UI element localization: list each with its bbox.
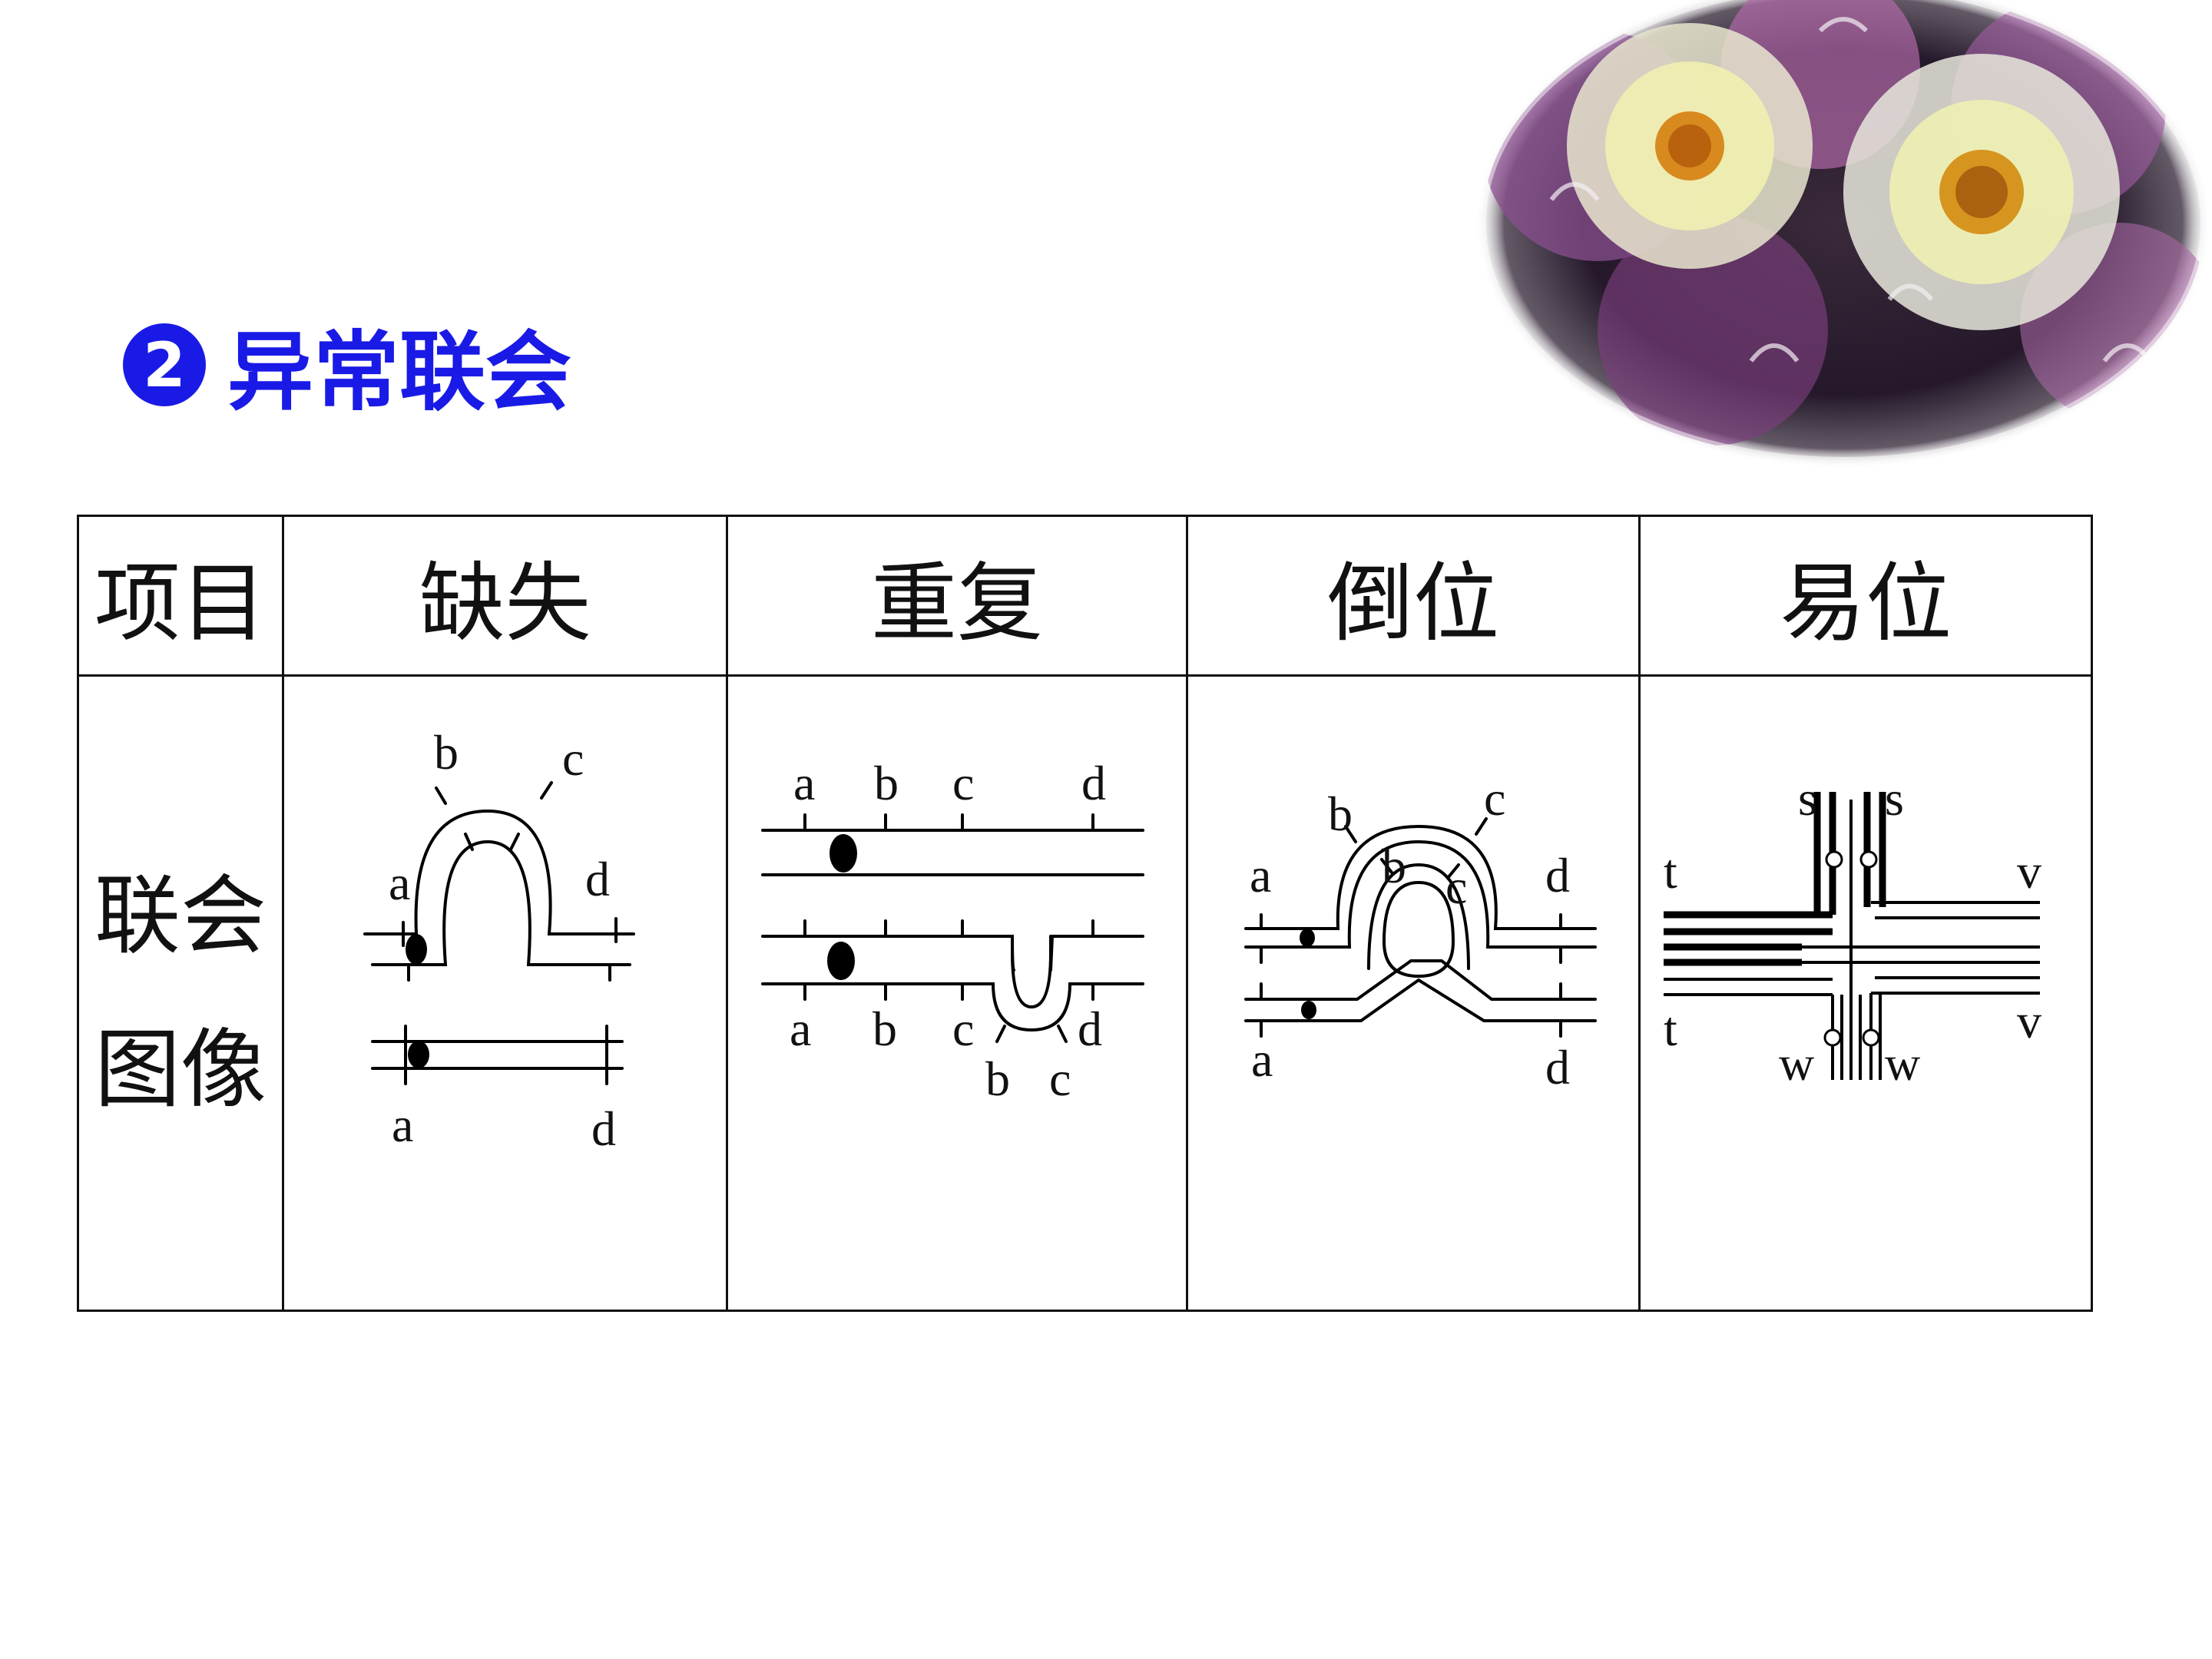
label-a: a (389, 856, 410, 910)
label-b-outer: b (1328, 786, 1353, 841)
centromere (830, 834, 857, 873)
row-label-line1: 联会 (79, 839, 282, 993)
label-d-lower: d (1545, 1040, 1570, 1094)
centromere (1300, 929, 1315, 947)
section-title: 异常联会 (227, 303, 571, 427)
label-d: d (1081, 756, 1106, 810)
label-b: b (434, 725, 459, 780)
label-d-lower: d (1078, 1002, 1102, 1056)
image-row: 联会 图像 (78, 676, 2092, 1311)
duplication-cell: a b c d a b c d b c (727, 676, 1187, 1311)
inversion-cell: a b c b c d a d (1187, 676, 1640, 1311)
label-t-lower: t (1664, 1002, 1677, 1056)
header-cell-inversion: 倒位 (1187, 516, 1640, 676)
section-heading: 2 异常联会 (123, 311, 571, 419)
centromere (1861, 852, 1876, 867)
label-w-left: w (1779, 1036, 1814, 1091)
translocation-cell: s s t v t v w w (1640, 676, 2092, 1311)
duplication-diagram: a b c d a b c d b c (728, 677, 1186, 1306)
row-label-line2: 图像 (79, 993, 282, 1147)
header-cell-item: 项目 (78, 516, 283, 676)
deletion-diagram: b c a d a d (284, 677, 726, 1306)
label-d: d (1545, 848, 1570, 902)
deletion-cell: b c a d a d (283, 676, 727, 1311)
label-a-lower: a (1251, 1032, 1273, 1087)
number-badge: 2 (123, 323, 206, 406)
centromere (408, 1041, 429, 1068)
label-a-lower: a (392, 1098, 413, 1152)
label-v-upper: v (2017, 844, 2041, 899)
translocation-diagram: s s t v t v w w (1641, 677, 2091, 1306)
flower-photo (1459, 0, 2212, 469)
label-d: d (585, 852, 610, 906)
label-a: a (1250, 848, 1271, 902)
row-label-cell: 联会 图像 (78, 676, 283, 1311)
header-cell-translocation: 易位 (1640, 516, 2092, 676)
label-c-inner: c (1445, 859, 1467, 914)
label-c-loop: c (1049, 1051, 1071, 1106)
label-a-lower: a (790, 1002, 811, 1056)
label-c: c (562, 731, 584, 786)
label-d-lower: d (591, 1101, 616, 1156)
label-s-right: s (1885, 771, 1904, 826)
header-cell-duplication: 重复 (727, 516, 1187, 676)
label-c-outer: c (1484, 771, 1505, 826)
centromere (406, 934, 427, 965)
abnormal-synapsis-table: 项目 缺失 重复 倒位 易位 联会 图像 (77, 515, 2093, 1312)
label-v-lower: v (2017, 994, 2041, 1048)
centromere (1826, 852, 1842, 867)
label-t-upper: t (1664, 844, 1677, 899)
label-w-right: w (1885, 1036, 1920, 1091)
header-cell-deletion: 缺失 (283, 516, 727, 676)
centromere (1301, 1001, 1316, 1019)
inversion-diagram: a b c b c d a d (1188, 677, 1638, 1306)
label-b: b (874, 756, 899, 810)
label-b-inner: b (1382, 839, 1406, 893)
label-b-lower: b (873, 1002, 897, 1056)
label-c: c (952, 756, 974, 810)
label-a: a (793, 756, 815, 810)
label-c-lower: c (952, 1002, 974, 1056)
label-b-loop: b (985, 1051, 1010, 1106)
label-s-left: s (1798, 771, 1817, 826)
header-row: 项目 缺失 重复 倒位 易位 (78, 516, 2092, 676)
centromere (1863, 1030, 1879, 1045)
centromere (827, 942, 855, 980)
centromere (1825, 1030, 1840, 1045)
